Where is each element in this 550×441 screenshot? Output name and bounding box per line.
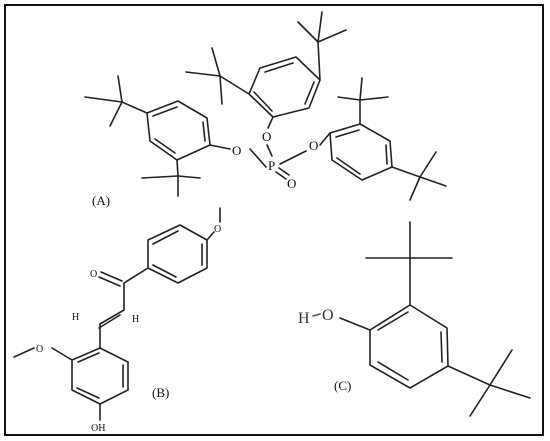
structure-b: O O H H O OH (B) (13, 207, 221, 434)
atom-o-left: O (232, 143, 241, 158)
atom-o-methoxy-top: O (214, 224, 221, 235)
bond-vinyl (99, 309, 125, 325)
structure-a-ring-right (319, 77, 447, 201)
bond-p-double-o-2 (275, 171, 287, 180)
bond-o-ring (339, 317, 371, 331)
atom-h-alpha: H (132, 314, 139, 325)
structure-a-ring-left (84, 75, 231, 197)
bond-methoxy-bottom (13, 347, 35, 358)
bond-ring-carbonyl (123, 267, 149, 284)
structure-b-ring-bottom (51, 347, 129, 421)
structure-c: H O (C) (298, 221, 531, 417)
label-b: (B) (152, 385, 169, 400)
label-a: (A) (92, 193, 110, 208)
atom-oh-bottom: OH (91, 423, 105, 434)
atom-h-hydroxyl: H (298, 310, 310, 327)
atom-o-hydroxyl: O (322, 307, 334, 324)
atom-o-top: O (262, 129, 271, 144)
structure-c-ring (365, 221, 531, 417)
structure-a-ring-top (185, 11, 347, 129)
figure-frame (4, 4, 544, 436)
bond-h-o (312, 313, 321, 317)
atom-p: P (268, 158, 275, 173)
bond-o-p-top (266, 144, 273, 157)
atom-o-carbonyl: O (90, 269, 97, 280)
bond-p-double-o (278, 167, 290, 176)
label-c: (C) (334, 378, 351, 393)
bond-c-double-o (100, 271, 123, 282)
atom-h-beta: H (72, 312, 79, 323)
bond-p-o-right (279, 150, 307, 165)
atom-o-double: O (287, 176, 296, 191)
atom-o-right: O (309, 138, 318, 153)
structure-a: O P O O O (84, 11, 447, 208)
structure-b-ring-top (147, 224, 215, 284)
bond-c-double-o-2 (98, 276, 121, 287)
atom-o-methoxy-bottom: O (36, 344, 43, 355)
bond-vinyl-2 (98, 314, 121, 329)
bond-p-o-left (249, 148, 267, 168)
